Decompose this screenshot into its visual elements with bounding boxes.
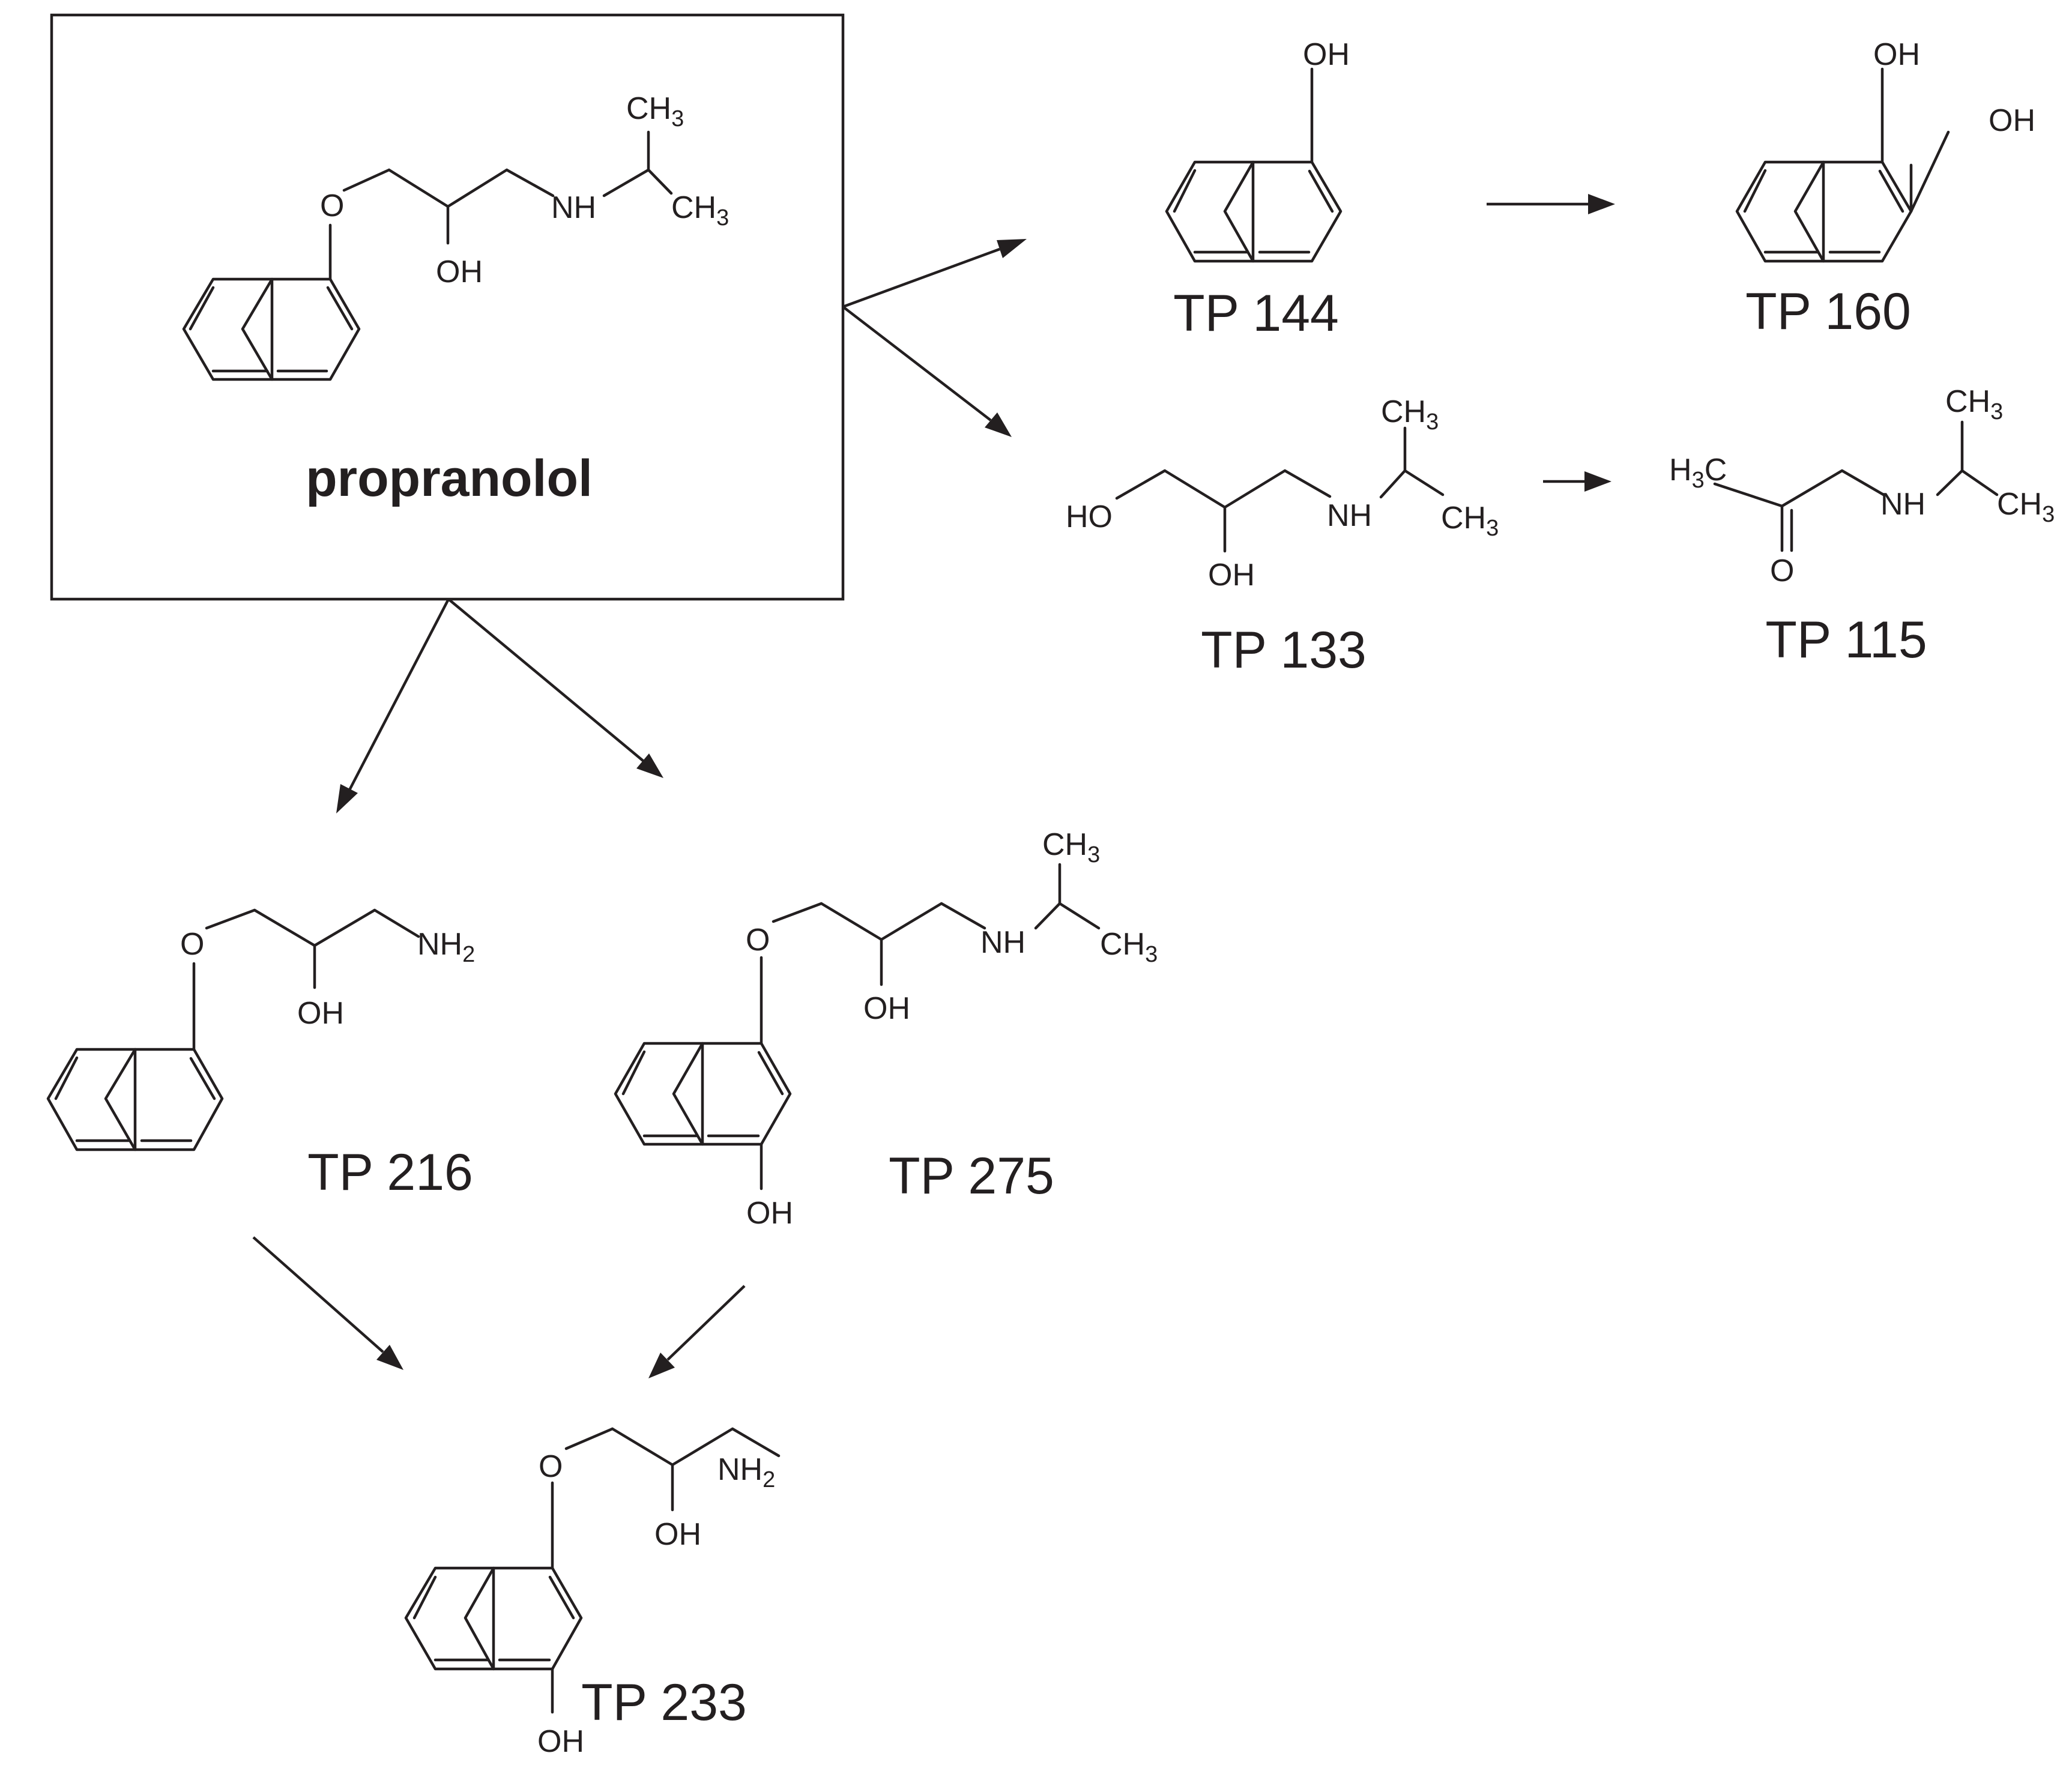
tp275-o-label: O: [746, 923, 770, 958]
tp233-o-label: O: [539, 1449, 563, 1484]
propranolol-nh-label: NH: [551, 190, 596, 225]
arrow-propranolol-to-tp216: [348, 598, 450, 791]
tp275-name: TP 275: [889, 1147, 1054, 1205]
tp133-ch3-right-label: CH3: [1441, 501, 1499, 541]
tp216-oh-label: OH: [297, 996, 344, 1031]
tp133-name: TP 133: [1201, 621, 1367, 679]
tp216-compound: O OH NH2 TP 216: [46, 908, 475, 1201]
tp115-ch3-right-label: CH3: [1997, 487, 2055, 527]
propranolol-oh-label: OH: [436, 255, 483, 289]
tp233-structure: [404, 1427, 781, 1714]
tp233-ring-oh-label: OH: [537, 1724, 584, 1759]
arrowhead-tp275-to-tp233: [648, 1353, 675, 1378]
propranolol-name: propranolol: [306, 450, 593, 507]
arrowhead-tp133-to-tp115: [1584, 471, 1611, 492]
tp115-name: TP 115: [1765, 611, 1927, 669]
arrowhead-propranolol-to-tp275: [636, 753, 663, 778]
arrowhead-propranolol-to-tp133: [985, 412, 1012, 437]
tp133-ch3-top-label: CH3: [1381, 394, 1439, 435]
tp233-nh2-label: NH2: [717, 1452, 775, 1492]
reaction-arrows: [252, 194, 1615, 1378]
propranolol-o-label: O: [320, 189, 344, 223]
tp275-oh-label: OH: [863, 991, 910, 1026]
arrowhead-tp216-to-tp233: [376, 1345, 403, 1370]
arrowhead-tp144-to-tp160: [1588, 194, 1615, 214]
tp233-oh-label: OH: [654, 1517, 701, 1552]
tp275-ring-oh-label: OH: [746, 1196, 793, 1231]
arrowhead-propranolol-to-tp144: [997, 239, 1027, 258]
tp233-name: TP 233: [581, 1674, 747, 1731]
arrowhead-propranolol-to-tp216: [336, 784, 358, 813]
tp160-oh2-label: OH: [1989, 103, 2035, 138]
tp115-h3c-label: H3C: [1669, 453, 1727, 493]
propranolol-ch3-right-label: CH3: [671, 190, 729, 231]
tp133-nh-label: NH: [1327, 498, 1372, 533]
tp275-ch3-top-label: CH3: [1042, 827, 1100, 867]
propranolol-compound: O OH NH CH3 CH3 propranolol: [50, 13, 845, 601]
tp275-structure: [614, 863, 1101, 1190]
arrow-propranolol-to-tp144: [842, 247, 1000, 309]
tp144-compound: OH TP 144: [1165, 37, 1350, 342]
tp216-structure: [46, 908, 420, 1151]
propranolol-structure: [182, 130, 673, 381]
tp144-oh-label: OH: [1303, 37, 1350, 72]
tp115-nh-label: NH: [1880, 487, 1926, 522]
tp160-oh1-label: OH: [1873, 37, 1920, 72]
tp216-o-label: O: [180, 927, 204, 962]
tp115-structure: [1713, 420, 1999, 552]
arrow-tp275-to-tp233: [666, 1285, 746, 1361]
tp115-compound: H3C O NH CH3 CH3 TP 115: [1669, 384, 2055, 669]
arrow-tp216-to-tp233: [252, 1236, 384, 1353]
tp160-compound: OH OH TP 160: [1735, 37, 2035, 340]
arrow-propranolol-to-tp133: [842, 306, 992, 421]
propranolol-ch3-top-label: CH3: [626, 91, 684, 131]
tp160-name: TP 160: [1745, 283, 1911, 340]
tp133-compound: HO OH NH CH3 CH3 TP 133: [1066, 394, 1499, 679]
tp144-name: TP 144: [1173, 285, 1339, 342]
tp133-oh-label: OH: [1208, 558, 1255, 593]
tp115-ch3-top-label: CH3: [1945, 384, 2003, 424]
tp133-ho-label: HO: [1066, 499, 1113, 534]
tp115-o-label: O: [1770, 554, 1794, 588]
tp216-name: TP 216: [307, 1144, 473, 1201]
tp275-compound: O OH NH CH3 CH3 OH TP 275: [614, 827, 1158, 1231]
tp275-nh-label: NH: [980, 925, 1025, 960]
tp216-nh2-label: NH2: [417, 927, 475, 967]
tp160-structure: [1735, 67, 1950, 263]
tp275-ch3-right-label: CH3: [1100, 927, 1158, 967]
tp133-structure: [1115, 426, 1445, 553]
tp144-structure: [1165, 67, 1343, 263]
arrow-propranolol-to-tp275: [447, 598, 645, 762]
tp233-compound: O OH NH2 OH TP 233: [404, 1427, 781, 1759]
propranolol-box: [50, 13, 845, 601]
